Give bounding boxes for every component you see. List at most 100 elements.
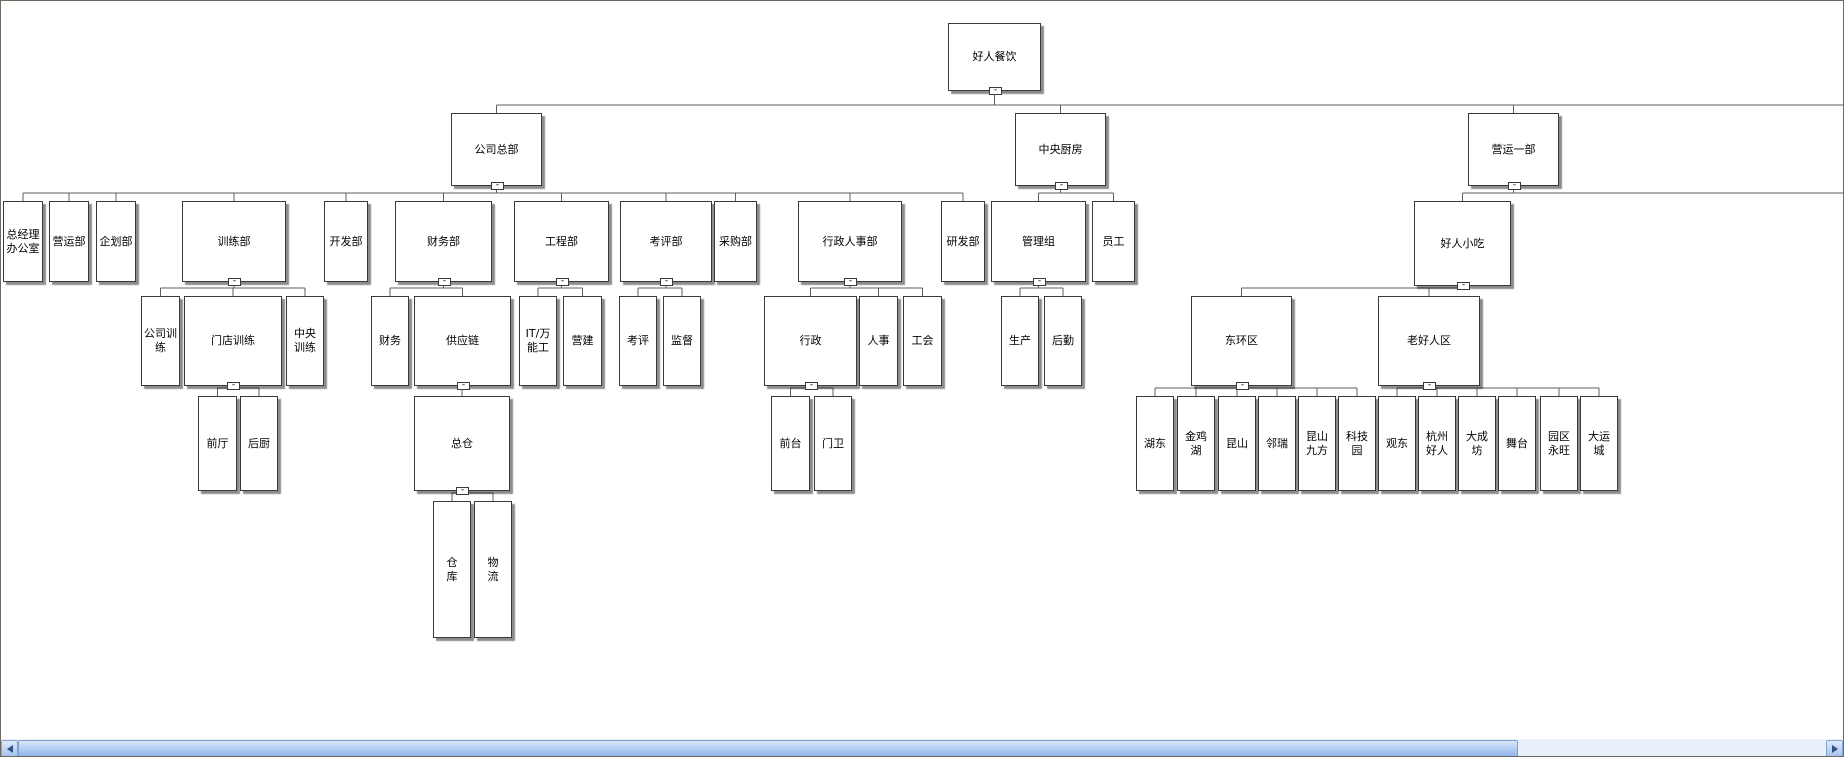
org-node-laohaoren-district[interactable]: 老好人区	[1378, 296, 1480, 386]
collapse-button[interactable]: -	[1423, 381, 1436, 390]
collapse-button[interactable]: -	[660, 277, 673, 286]
org-node-supervision[interactable]: 监督	[663, 296, 701, 386]
org-node-dayuncheng[interactable]: 大运城	[1580, 396, 1618, 491]
org-node-production[interactable]: 生产	[1001, 296, 1039, 386]
org-node-label: 后厨	[248, 436, 270, 450]
org-node-central-training[interactable]: 中央训练	[286, 296, 324, 386]
collapse-button[interactable]: -	[844, 277, 857, 286]
org-node-haoren-snacks[interactable]: 好人小吃	[1414, 201, 1511, 286]
org-node-gm-office[interactable]: 总经理办公室	[3, 201, 43, 282]
collapse-button[interactable]: -	[491, 181, 504, 190]
org-node-supply-chain[interactable]: 供应链	[414, 296, 511, 386]
org-node-label: 中央厨房	[1038, 142, 1083, 156]
org-node-label: 财务部	[427, 234, 460, 248]
collapse-button[interactable]: -	[1457, 281, 1470, 290]
org-node-finance-dept[interactable]: 财务部	[395, 201, 492, 282]
org-node-staff[interactable]: 员工	[1092, 201, 1135, 282]
org-node-admin[interactable]: 行政	[764, 296, 857, 386]
collapse-button[interactable]: -	[1236, 381, 1249, 390]
org-node-label: 总仓	[451, 436, 473, 450]
horizontal-scrollbar[interactable]	[1, 739, 1843, 756]
org-node-kunshan[interactable]: 昆山	[1218, 396, 1256, 491]
org-node-yuanqu-yongwang[interactable]: 园区永旺	[1540, 396, 1578, 491]
org-node-guandong[interactable]: 观东	[1378, 396, 1416, 491]
org-node-ops1[interactable]: 营运一部	[1468, 113, 1559, 186]
scroll-left-button[interactable]	[1, 740, 18, 756]
org-node-label: 邻瑞	[1266, 436, 1288, 450]
org-node-wutai[interactable]: 舞台	[1498, 396, 1536, 491]
org-node-root[interactable]: 好人餐饮	[948, 23, 1041, 91]
org-node-jinjihu[interactable]: 金鸡湖	[1177, 396, 1215, 491]
org-node-label: 门卫	[822, 436, 844, 450]
org-node-front-desk[interactable]: 前台	[771, 396, 810, 491]
org-node-label: 湖东	[1144, 436, 1166, 450]
org-node-label: 老好人区	[1407, 334, 1451, 347]
scroll-right-button[interactable]	[1826, 740, 1843, 756]
org-node-procurement-dept[interactable]: 采购部	[714, 201, 757, 282]
org-node-back-kitchen[interactable]: 后厨	[240, 396, 278, 491]
org-node-label: 后勤	[1052, 334, 1074, 347]
collapse-button[interactable]: -	[805, 381, 818, 390]
collapse-button[interactable]: -	[1033, 277, 1046, 286]
collapse-button[interactable]: -	[228, 277, 241, 286]
org-node-kitchen[interactable]: 中央厨房	[1015, 113, 1106, 186]
org-node-warehouse[interactable]: 仓 库	[433, 501, 471, 638]
org-node-evaluation[interactable]: 考评	[619, 296, 657, 386]
collapse-button[interactable]: -	[1055, 181, 1068, 190]
org-node-development-dept[interactable]: 开发部	[324, 201, 368, 282]
org-node-main-warehouse[interactable]: 总仓	[414, 396, 510, 491]
org-node-logistics-support[interactable]: 后勤	[1044, 296, 1082, 386]
org-node-label: 训练部	[217, 234, 251, 248]
org-node-linrui[interactable]: 邻瑞	[1258, 396, 1296, 491]
org-node-label: 研发部	[946, 234, 980, 248]
org-node-label: 物 流	[487, 555, 499, 583]
collapse-button[interactable]: -	[227, 381, 240, 390]
org-node-hq[interactable]: 公司总部	[451, 113, 542, 186]
org-node-label: 采购部	[719, 234, 752, 248]
org-node-company-training[interactable]: 公司训练	[141, 296, 180, 386]
org-node-label: 工程部	[545, 234, 578, 248]
org-node-operations-dept[interactable]: 营运部	[49, 201, 89, 282]
org-node-evaluation-dept[interactable]: 考评部	[620, 201, 712, 282]
org-node-front-hall[interactable]: 前厅	[198, 396, 237, 491]
org-node-label: 好人餐饮	[972, 50, 1017, 63]
org-node-finance[interactable]: 财务	[371, 296, 409, 386]
org-node-admin-hr-dept[interactable]: 行政人事部	[798, 201, 902, 282]
scrollbar-track[interactable]	[18, 740, 1826, 756]
org-node-logistics[interactable]: 物 流	[474, 501, 512, 638]
org-node-label: 管理组	[1022, 234, 1055, 248]
org-node-gate-guard[interactable]: 门卫	[814, 396, 852, 491]
h-scrollbar-thumb[interactable]	[18, 740, 1518, 756]
org-node-label: 前厅	[206, 436, 229, 450]
collapse-button[interactable]: -	[1508, 181, 1521, 190]
org-node-dachengfang[interactable]: 大成坊	[1458, 396, 1496, 491]
org-node-label: 金鸡湖	[1185, 429, 1207, 457]
org-node-kunshan-jiufang[interactable]: 昆山九方	[1298, 396, 1336, 491]
collapse-button[interactable]: -	[438, 277, 451, 286]
org-node-label: 东环区	[1225, 334, 1258, 347]
org-node-label: 开发部	[329, 234, 363, 248]
collapse-button[interactable]: -	[989, 86, 1002, 95]
org-node-hr[interactable]: 人事	[859, 296, 898, 386]
org-node-tech-park[interactable]: 科技园	[1338, 396, 1376, 491]
collapse-button[interactable]: -	[556, 277, 569, 286]
collapse-button[interactable]: -	[456, 486, 469, 495]
org-node-planning-dept[interactable]: 企划部	[96, 201, 136, 282]
org-node-store-training[interactable]: 门店训练	[184, 296, 282, 386]
org-node-hangzhou-haoren[interactable]: 杭州好人	[1418, 396, 1456, 491]
org-node-hudong[interactable]: 湖东	[1136, 396, 1174, 491]
org-node-label: 人事	[867, 334, 890, 347]
collapse-button[interactable]: -	[457, 381, 470, 390]
org-node-east-ring-district[interactable]: 东环区	[1191, 296, 1292, 386]
org-node-label: 大运城	[1588, 429, 1610, 457]
org-node-management-group[interactable]: 管理组	[991, 201, 1086, 282]
org-node-label: 公司训练	[144, 327, 177, 354]
org-node-rnd-dept[interactable]: 研发部	[941, 201, 985, 282]
org-node-engineering-dept[interactable]: 工程部	[514, 201, 609, 282]
org-node-training-dept[interactable]: 训练部	[182, 201, 286, 282]
org-node-construction[interactable]: 营建	[563, 296, 602, 386]
org-node-labor-union[interactable]: 工会	[903, 296, 942, 386]
org-node-it-handyman[interactable]: IT/万能工	[519, 296, 557, 386]
